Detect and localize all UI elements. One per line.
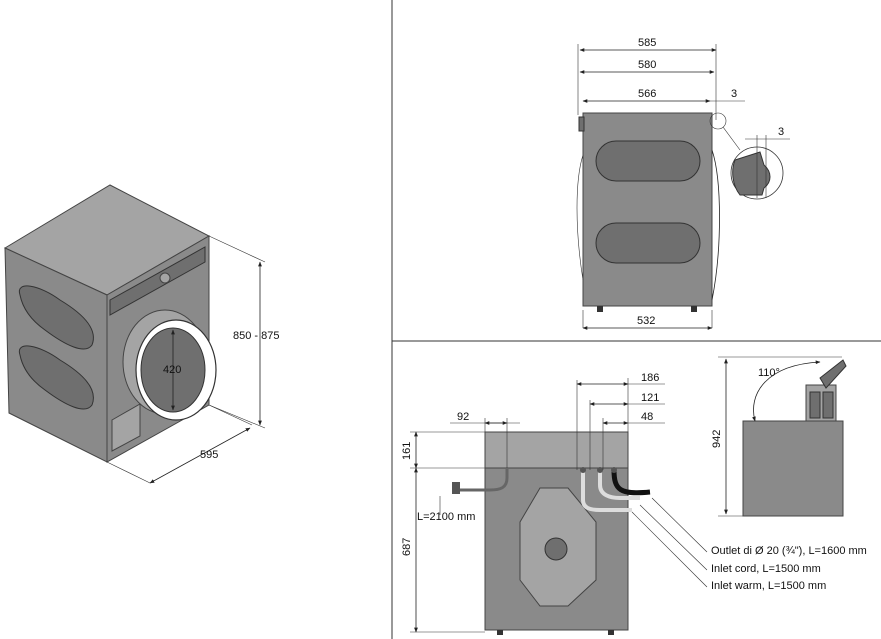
lid-flap xyxy=(819,359,847,389)
lid-angle-arc xyxy=(752,360,821,422)
iso-control-panel xyxy=(109,246,206,316)
back-view: 186 121 48 92 161 687 L=2100 mm Outlet d… xyxy=(401,372,867,635)
power-plug xyxy=(452,482,460,494)
back-cord-length: L=2100 mm xyxy=(417,511,475,523)
inlet-cold-hose xyxy=(581,470,632,512)
callout-outlet: Outlet di Ø 20 (¾"), L=1600 mm xyxy=(711,545,867,557)
iso-door-diameter: 420 xyxy=(163,364,181,376)
side-upper-cutout xyxy=(595,140,701,182)
side-foot-right xyxy=(691,306,697,312)
back-dim-48: 48 xyxy=(641,411,653,423)
power-cord xyxy=(460,468,509,492)
iso-knob xyxy=(159,272,171,284)
lid-angle: 110° xyxy=(758,367,780,379)
side-dim-second: 580 xyxy=(638,59,656,71)
side-dim-top: 585 xyxy=(638,37,656,49)
iso-lower-cutout xyxy=(18,345,94,410)
iso-service-hatch xyxy=(111,403,141,452)
back-dim-186: 186 xyxy=(641,372,659,384)
back-top-strip xyxy=(484,431,629,469)
side-lower-cutout xyxy=(595,222,701,264)
outlet-hose xyxy=(611,469,651,496)
side-dim-gap: 3 xyxy=(731,88,737,100)
callout-inlet-cord: Inlet cord, L=1500 mm xyxy=(711,563,821,575)
iso-width: 595 xyxy=(200,449,218,461)
side-rear-curve xyxy=(711,149,720,301)
back-dim-121: 121 xyxy=(641,392,659,404)
side-view: 585 580 566 3 3 532 xyxy=(576,37,790,330)
back-dim-161: 161 xyxy=(401,442,413,460)
iso-upper-cutout xyxy=(18,285,94,350)
side-dim-third: 566 xyxy=(638,88,656,100)
back-dim-92: 92 xyxy=(457,411,469,423)
iso-height-range: 850 - 875 xyxy=(233,330,279,342)
lid-body xyxy=(742,420,844,517)
inlet-warm-hose xyxy=(598,470,640,500)
side-dim-depth: 532 xyxy=(637,315,655,327)
isometric-view: 420 850 - 875 595 xyxy=(3,184,279,484)
back-hatch-hole xyxy=(544,537,568,561)
callout-inlet-warm: Inlet warm, L=1500 mm xyxy=(711,580,826,592)
side-detail-gap: 3 xyxy=(778,126,784,138)
back-dim-687: 687 xyxy=(401,538,413,556)
lid-height: 942 xyxy=(711,430,723,448)
lid-view: 110° 942 xyxy=(711,356,847,517)
side-foot-left xyxy=(597,306,603,312)
side-door-hinge xyxy=(578,116,585,132)
